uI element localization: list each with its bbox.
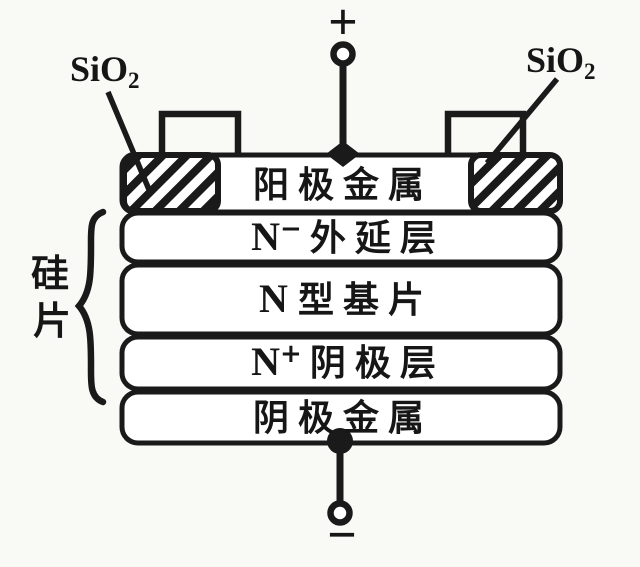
sio2-oxide-block-right: [468, 152, 563, 214]
sio2-label-right: SiO2: [526, 40, 596, 84]
wafer-label-char-2: 片: [33, 299, 71, 343]
n-minus-epitaxial-layer: [119, 210, 563, 265]
wafer-label-char-1: 硅: [31, 252, 69, 296]
negative-terminal-circle: [327, 500, 353, 526]
anode-contact-dot: [326, 141, 360, 167]
sio2-oxide-block-left: [121, 152, 221, 214]
positive-terminal-circle: [330, 41, 356, 67]
metal-step-right: [444, 110, 527, 157]
sio2-leader-line-left: [105, 90, 153, 194]
n-minus-epitaxial-label: N−外延层: [251, 214, 445, 259]
n-type-substrate-layer: [119, 262, 563, 337]
negative-terminal-label: −: [327, 507, 357, 564]
n-plus-cathode-layer: [119, 334, 563, 392]
wafer-brace: [74, 208, 107, 406]
sio2-leader-line-right: [484, 77, 560, 165]
sio2-label-left: SiO2: [70, 49, 140, 93]
anode-metal-label: 阳极金属: [253, 164, 433, 206]
cathode-contact-dot: [327, 428, 353, 454]
n-plus-cathode-label: N+阴极层: [251, 339, 445, 384]
metal-step-left: [158, 110, 242, 157]
cathode-metal-label: 阴极金属: [253, 397, 433, 439]
